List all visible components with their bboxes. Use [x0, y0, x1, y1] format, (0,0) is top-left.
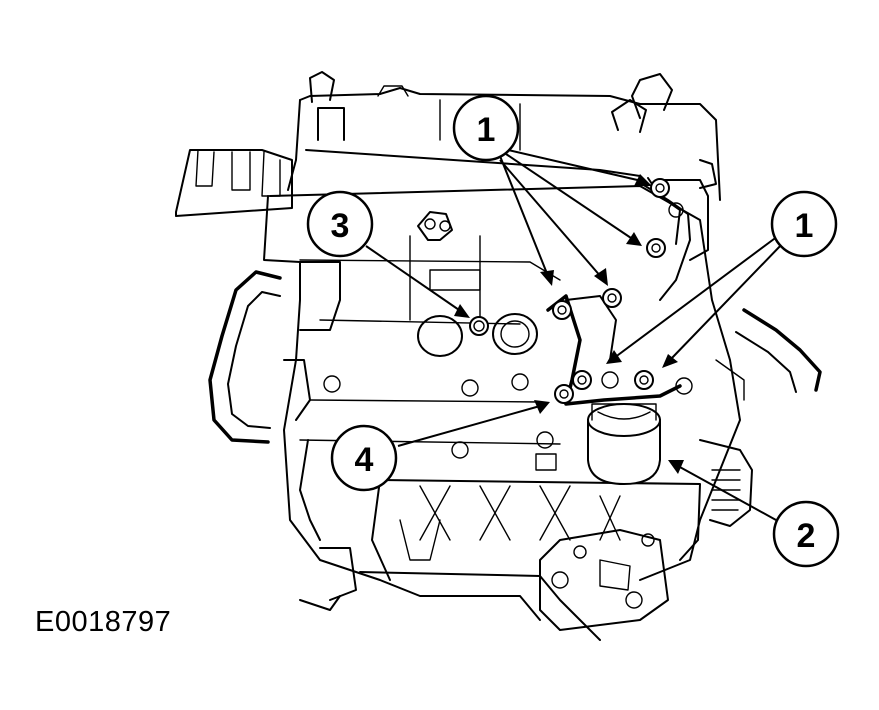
pulley	[699, 439, 753, 527]
callout-circle	[306, 190, 374, 258]
bracket-bolt-d	[650, 178, 670, 198]
callout-1-right: 1	[770, 190, 838, 258]
intake-bracket	[175, 149, 293, 217]
engine-mount	[539, 529, 669, 631]
callout-label: 1	[477, 111, 496, 149]
bracket-bolt-f	[634, 370, 654, 390]
bolt-4	[554, 384, 574, 404]
callout-circle	[330, 424, 398, 492]
callout-2: 2	[772, 500, 840, 568]
callout-1-top: 1	[452, 94, 520, 162]
bracket-bolt-a	[552, 300, 572, 320]
callout-circle	[770, 190, 838, 258]
figure-id: E0018797	[35, 606, 172, 638]
oil-filter	[587, 403, 661, 486]
engine-block	[175, 71, 822, 641]
callout-label: 1	[795, 207, 814, 245]
cam-cover	[299, 87, 721, 201]
callout-circle	[772, 500, 840, 568]
port-left	[417, 315, 463, 357]
right-hose	[742, 308, 822, 392]
coolant-hose	[208, 270, 282, 444]
lifting-eye-right	[631, 73, 673, 119]
bolt-3	[469, 316, 489, 336]
bracket-bolt-c	[646, 238, 666, 258]
bracket-bolt-b	[602, 288, 622, 308]
callout-4: 4	[330, 424, 398, 492]
bracket-bolt-e	[572, 370, 592, 390]
callout-circle	[452, 94, 520, 162]
callout-label: 2	[797, 517, 816, 555]
callout-3: 3	[306, 190, 374, 258]
oil-sump	[379, 479, 701, 561]
leader-lines	[365, 149, 785, 521]
callout-label: 3	[331, 207, 350, 245]
lifting-eye-left	[309, 71, 335, 103]
callout-label: 4	[355, 441, 374, 479]
port-right	[492, 313, 538, 355]
